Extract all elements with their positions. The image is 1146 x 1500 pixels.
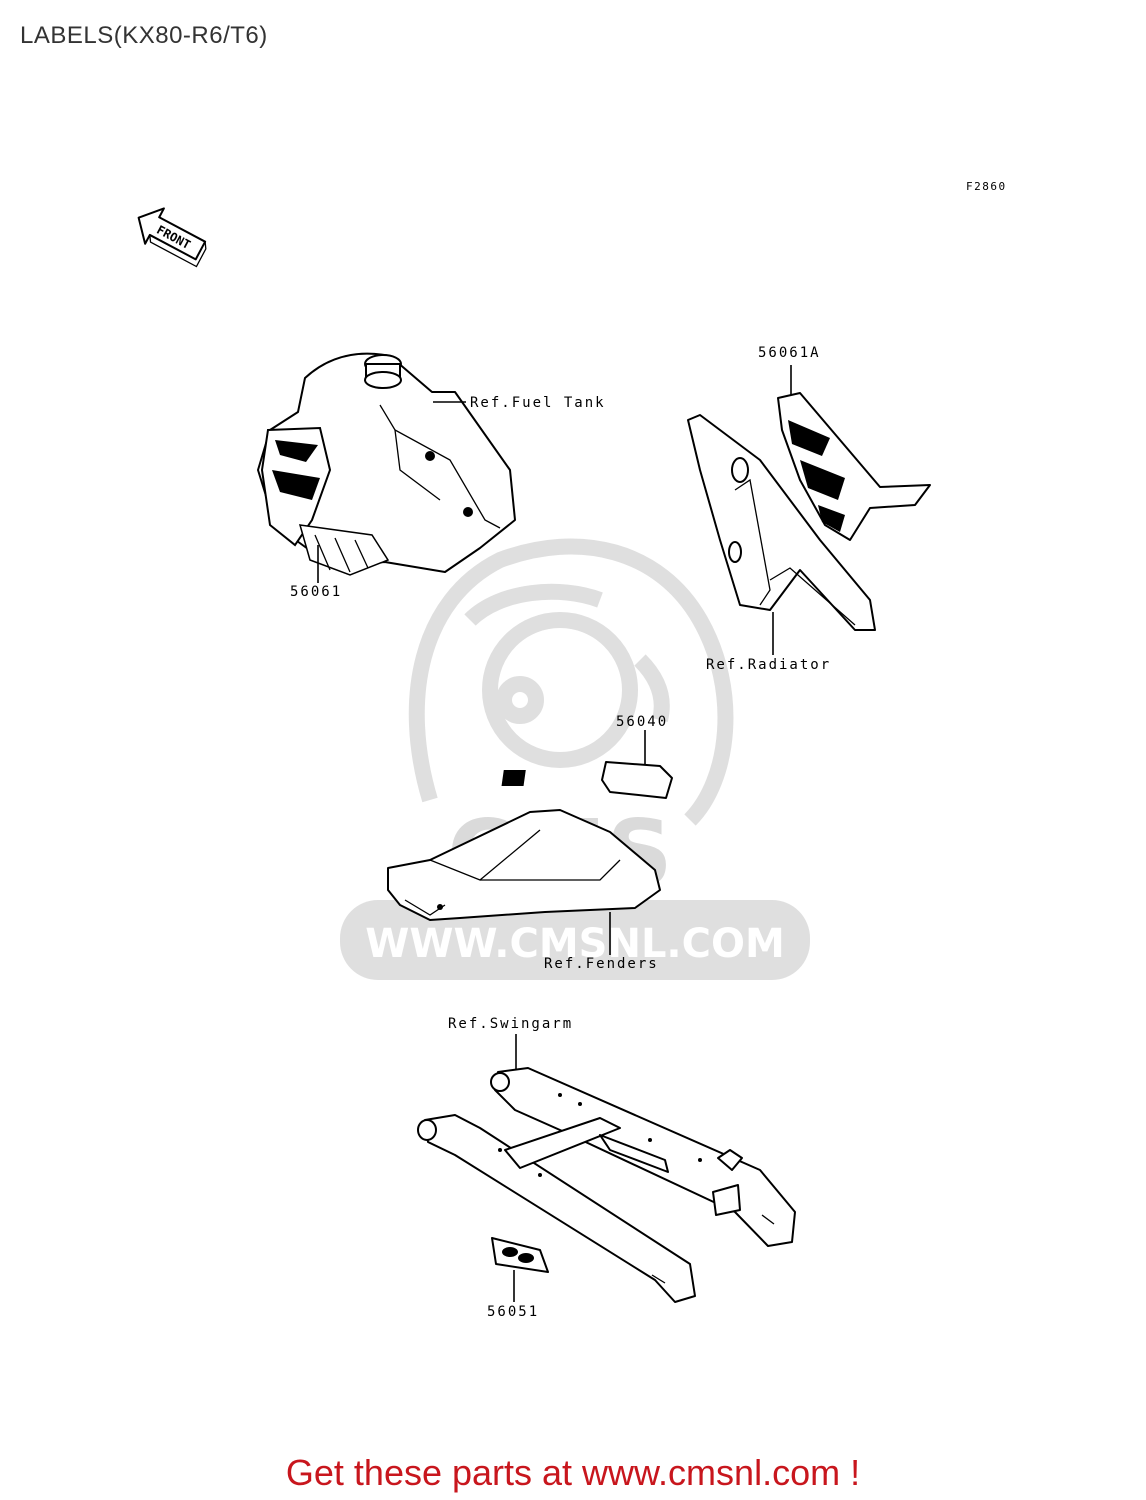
- ref-fuel-tank-label: Ref.Fuel Tank: [470, 395, 606, 411]
- radiator-decal-graphic: [777, 392, 931, 541]
- part-56061-label: 56061: [290, 584, 342, 600]
- part-56061a-label: 56061A: [758, 345, 821, 361]
- figure-code: F2860: [966, 180, 1007, 193]
- decal-56040: 32:1: [501, 761, 673, 799]
- footer-promo: Get these parts at www.cmsnl.com !: [285, 1452, 861, 1493]
- radiator-shroud-drawing: [687, 392, 931, 631]
- watermark-url: WWW.CMSNL.COM: [365, 921, 785, 967]
- part-56040-label: 56040: [616, 714, 668, 730]
- watermark-url-bar: [340, 900, 810, 980]
- ref-radiator-label: Ref.Radiator: [706, 657, 831, 673]
- ref-swingarm-label: Ref.Swingarm: [448, 1016, 573, 1032]
- swingarm-drawing: [417, 1067, 796, 1303]
- ref-fenders-label: Ref.Fenders: [544, 956, 659, 972]
- decal-ratio-text: 32:1: [620, 775, 647, 788]
- front-arrow-icon: FRONT: [137, 207, 207, 268]
- fuel-tank-drawing: [257, 352, 516, 576]
- page-title: LABELS(KX80-R6/T6): [20, 22, 268, 49]
- rear-fender-drawing: [387, 809, 661, 921]
- fuel-tank-decal-graphic: [260, 426, 390, 576]
- watermark-mascot: [408, 538, 734, 826]
- decal-56051: [491, 1237, 549, 1273]
- part-56051-label: 56051: [487, 1304, 539, 1320]
- watermark: CMS WWW.CMSNL.COM: [340, 538, 810, 980]
